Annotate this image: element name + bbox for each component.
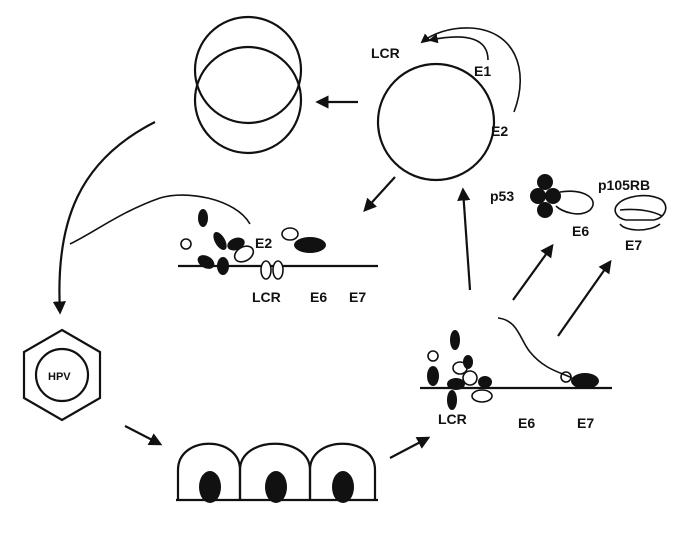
p53-label: p53: [490, 188, 514, 204]
overlapping-episomes: [195, 17, 301, 153]
p105rb-e7-complex: [615, 196, 666, 230]
epithelial-cells: [176, 444, 378, 503]
lcr-complex-middle: [70, 195, 378, 279]
lcr-label-bottom: LCR: [438, 411, 467, 427]
infection-arrow: [125, 426, 160, 444]
lcr-label-top: LCR: [371, 45, 400, 61]
lcr-label-middle: LCR: [252, 289, 281, 305]
e1-label: E1: [474, 63, 491, 79]
p53-e6-complex: [530, 174, 593, 218]
e7-label-bottom: E7: [577, 415, 594, 431]
packaging-arrow: [59, 122, 155, 312]
hpv-label: HPV: [48, 371, 71, 383]
e7-output-arrow: [558, 262, 610, 336]
e6-label-p53: E6: [572, 223, 589, 239]
integration-arrow: [390, 438, 428, 458]
e6-label-bottom: E6: [518, 415, 535, 431]
e7-label-rb: E7: [625, 237, 642, 253]
e2-label-middle: E2: [255, 235, 272, 251]
e6-output-arrow: [513, 246, 552, 300]
transcription-arrow: [365, 177, 395, 210]
lcr-complex-bottom: [420, 318, 612, 410]
e2-label-top: E2: [491, 123, 508, 139]
e6-label-middle: E6: [310, 289, 327, 305]
e7-label-middle: E7: [349, 289, 366, 305]
p105rb-label: p105RB: [598, 177, 650, 193]
episome-return-arrow: [463, 190, 470, 290]
